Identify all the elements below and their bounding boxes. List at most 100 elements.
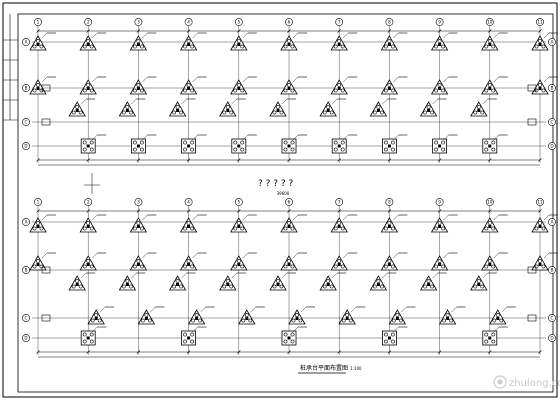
pile-cap-triangular: [29, 32, 56, 51]
pile-cap-triangular: [230, 252, 257, 271]
pile-cap-triangular: [430, 32, 458, 51]
svg-text:5: 5: [237, 200, 240, 205]
row-axis-bubble-right: D: [548, 142, 556, 150]
row-axis-bubble-left: C: [22, 314, 30, 322]
pile-cap-triangular: [388, 306, 416, 325]
row-axis-bubble-right: C: [548, 118, 556, 126]
pile-cap-triangular: [319, 272, 347, 291]
column-axis-bubble: 8: [385, 198, 394, 206]
svg-text:3: 3: [137, 200, 140, 205]
pile-cap-triangular: [68, 272, 96, 291]
svg-text:1: 1: [37, 200, 40, 205]
column-axis-bubble: 4: [184, 18, 193, 26]
row-axis-bubble-left: B: [22, 84, 30, 92]
pile-cap-triangular: [129, 252, 157, 271]
pile-cap-triangular: [129, 214, 157, 233]
svg-text:B: B: [551, 268, 554, 273]
pile-cap-triangular: [430, 76, 458, 95]
row-axis-bubble-right: B: [548, 266, 556, 274]
pile-cap-triangular: [137, 306, 165, 325]
svg-text:B: B: [25, 86, 28, 91]
row-axis-bubble-left: B: [22, 266, 30, 274]
column-axis-bubble: 1: [34, 198, 42, 206]
column-axis-bubble: 5: [234, 18, 243, 26]
watermark-text: zhulong.com: [509, 378, 560, 389]
svg-text:7: 7: [338, 20, 341, 25]
pile-cap-triangular: [29, 252, 56, 271]
tie-beam-mark: [41, 314, 51, 322]
svg-text:C: C: [25, 120, 28, 125]
row-axis-bubble-left: A: [22, 38, 30, 46]
svg-text:D: D: [24, 144, 27, 149]
pile-cap-triangular: [230, 214, 257, 233]
svg-text:A: A: [25, 220, 28, 225]
svg-text:D: D: [550, 336, 553, 341]
svg-text:5: 5: [237, 20, 240, 25]
column-axis-bubble: 10: [485, 198, 494, 206]
column-axis-bubble: 7: [335, 18, 344, 26]
svg-text:10: 10: [487, 200, 493, 205]
column-axis-bubble: 11: [536, 198, 544, 206]
column-axis-bubble: 2: [84, 18, 93, 26]
pile-cap-triangular: [179, 76, 207, 95]
row-axis-bubble-left: C: [22, 118, 30, 126]
pile-cap-triangular: [129, 76, 157, 95]
pile-cap-triangular: [79, 76, 107, 95]
pile-cap-triangular: [338, 306, 366, 325]
overall-dimension: 39600: [277, 191, 290, 196]
svg-text:2: 2: [87, 20, 90, 25]
pile-cap-triangular: [168, 272, 196, 291]
svg-text:A: A: [25, 40, 28, 45]
pile-cap-triangular: [179, 214, 207, 233]
caption-marks: ? ? ? ? ?: [258, 179, 294, 189]
pile-cap-triangular: [531, 214, 558, 233]
pile-cap-triangular: [531, 32, 558, 51]
row-axis-bubble-right: A: [548, 218, 556, 226]
pile-cap-triangular: [29, 214, 56, 233]
column-axis-bubble: 5: [234, 198, 243, 206]
column-axis-bubble: 11: [536, 18, 544, 26]
column-axis-bubble: 8: [385, 18, 394, 26]
pile-cap-triangular: [87, 306, 115, 325]
pile-cap-square: [432, 134, 458, 154]
svg-text:10: 10: [487, 20, 493, 25]
pile-cap-triangular: [129, 32, 157, 51]
pile-cap-triangular: [380, 76, 408, 95]
pile-cap-triangular: [280, 76, 307, 95]
svg-text:4: 4: [187, 20, 190, 25]
svg-text:D: D: [550, 144, 553, 149]
tie-beam-mark: [41, 84, 51, 92]
pile-cap-triangular: [470, 272, 497, 291]
pile-cap-triangular: [68, 98, 96, 117]
pile-cap-triangular: [419, 98, 447, 117]
pile-cap-triangular: [380, 32, 408, 51]
pile-cap-triangular: [79, 252, 107, 271]
pile-cap-square: [181, 326, 207, 346]
svg-text:7: 7: [338, 200, 341, 205]
svg-text:2: 2: [87, 200, 90, 205]
svg-text:6: 6: [288, 200, 291, 205]
pile-cap-triangular: [380, 252, 408, 271]
svg-text:D: D: [24, 336, 27, 341]
pile-cap-square: [381, 326, 408, 346]
svg-text:9: 9: [438, 20, 441, 25]
pile-cap-triangular: [380, 214, 408, 233]
pile-cap-square: [331, 134, 358, 154]
pile-cap-triangular: [118, 98, 146, 117]
svg-text:C: C: [25, 316, 28, 321]
left-title-strip: [3, 14, 18, 121]
pile-cap-triangular: [187, 306, 215, 325]
pile-cap-triangular: [230, 32, 257, 51]
pile-cap-square: [80, 134, 107, 154]
pile-cap-triangular: [481, 252, 508, 271]
pile-cap-triangular: [369, 98, 397, 117]
svg-text:6: 6: [288, 20, 291, 25]
pile-cap-triangular: [489, 306, 516, 325]
pile-cap-triangular: [280, 252, 307, 271]
pile-cap-triangular: [79, 214, 107, 233]
pile-cap-triangular: [430, 214, 458, 233]
pile-cap-triangular: [481, 32, 508, 51]
